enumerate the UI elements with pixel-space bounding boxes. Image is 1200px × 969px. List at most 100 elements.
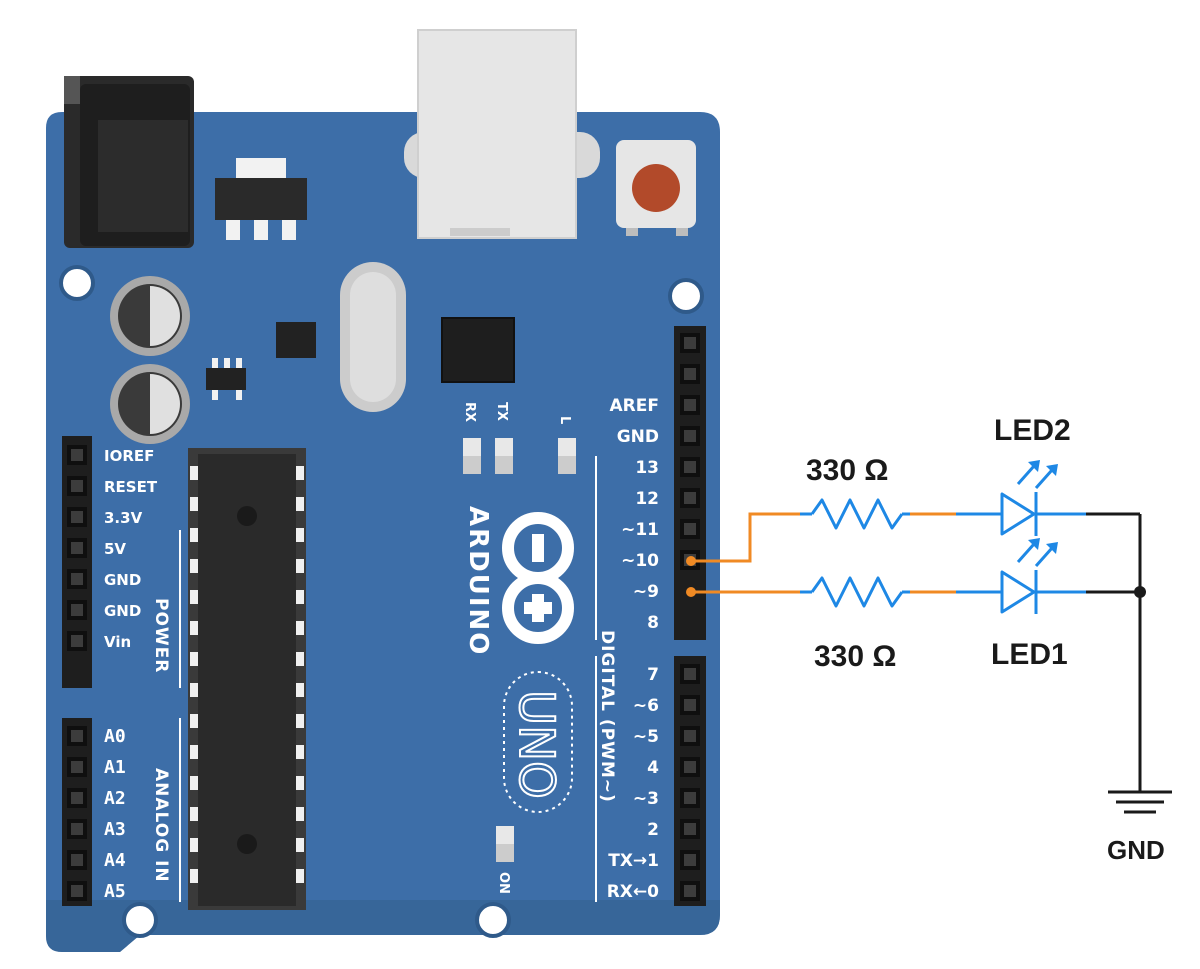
analog-pin-label: A5 [104, 881, 126, 902]
status-leds [463, 438, 576, 474]
chip-pin [190, 466, 198, 480]
digital-pin-label: ~6 [633, 696, 659, 716]
chip-pin [296, 528, 304, 542]
digital-header-pin-core [684, 492, 696, 504]
digital-header-pin-core [684, 337, 696, 349]
small-chip [276, 322, 316, 358]
crystal-oscillator [340, 262, 406, 412]
analog-header-pin-core [71, 761, 83, 773]
l-led-label: L [557, 416, 572, 424]
digital-header-pin-core [684, 730, 696, 742]
reset-button [616, 140, 696, 236]
digital-header-pin-core [684, 823, 696, 835]
led1-label: LED1 [991, 638, 1068, 671]
chip-pin [190, 869, 198, 883]
analog-pin-label: A4 [104, 850, 126, 871]
chip-pin [190, 807, 198, 821]
analog-header-pin-core [71, 885, 83, 897]
gnd-label: GND [1107, 835, 1165, 865]
digital-pin-label: 2 [647, 820, 659, 840]
atmega-microcontroller [188, 448, 306, 910]
brand-logo-text: ARDUINO [463, 506, 493, 656]
digital-pin-label: TX→1 [608, 851, 659, 871]
chip-pin [190, 590, 198, 604]
chip-pin [296, 590, 304, 604]
power-pin-label: 3.3V [104, 509, 143, 527]
mount-hole [475, 902, 511, 938]
digital-pin-label: ~9 [633, 582, 659, 602]
ground-symbol [1108, 592, 1172, 814]
digital-header-pin-core [684, 430, 696, 442]
chip-pin [296, 497, 304, 511]
digital-header-pin-core [684, 461, 696, 473]
power-header-pin-core [71, 449, 83, 461]
chip-pin [190, 621, 198, 635]
chip-pin [296, 838, 304, 852]
chip-pin [296, 559, 304, 573]
usb-connector [404, 29, 600, 239]
mount-hole [122, 902, 158, 938]
resistor-bottom-label: 330 Ω [814, 640, 896, 673]
analog-header-pin-core [71, 854, 83, 866]
digital-pin-label: ~5 [633, 727, 659, 747]
chip-pin [190, 497, 198, 511]
power-header-pin-core [71, 480, 83, 492]
digital-pin-label: ~10 [621, 551, 659, 571]
resistor-top-label: 330 Ω [806, 454, 888, 487]
digital-header-pin-core [684, 792, 696, 804]
resistor-bottom [800, 576, 910, 608]
digital-pin-label: GND [617, 427, 659, 447]
chip-pin [190, 559, 198, 573]
chip-pin [296, 776, 304, 790]
analog-pin-label: A2 [104, 788, 126, 809]
chip-pin [296, 869, 304, 883]
power-pin-label: Vin [104, 633, 131, 651]
mount-hole [668, 278, 704, 314]
analog-header-pin-core [71, 792, 83, 804]
digital-group-label: DIGITAL (PWM~) [597, 630, 617, 803]
analog-pin-label: A1 [104, 757, 126, 778]
chip-pin [190, 776, 198, 790]
rx-led-label: RX [462, 402, 477, 422]
power-jack [64, 76, 194, 248]
digital-pin-label: 12 [635, 489, 659, 509]
chip-pin [190, 838, 198, 852]
analog-header-pin-core [71, 730, 83, 742]
capacitor [110, 276, 190, 356]
resistor-top [800, 498, 910, 530]
digital-pin-label: AREF [610, 396, 659, 416]
on-led-label: ON [496, 872, 511, 894]
uno-badge: UNO [503, 671, 573, 813]
digital-pin-label: 8 [647, 613, 659, 633]
external-circuit: 330 Ω 330 Ω LED2 LED1 GND [686, 414, 1172, 865]
chip-pin [190, 683, 198, 697]
tx-led-label: TX [494, 402, 509, 421]
chip-pin [296, 683, 304, 697]
power-header-pin-core [71, 573, 83, 585]
digital-header-pin-core [684, 399, 696, 411]
chip-pin [296, 714, 304, 728]
power-pin-label: GND [104, 602, 141, 620]
digital-header-pin-core [684, 761, 696, 773]
analog-header-pin-core [71, 823, 83, 835]
digital-pin-label: 7 [647, 665, 659, 685]
led2-label: LED2 [994, 414, 1071, 447]
chip-pin [190, 528, 198, 542]
voltage-regulator [215, 158, 307, 240]
digital-pin-label: RX←0 [607, 882, 659, 902]
digital-pin-label: 13 [635, 458, 659, 478]
chip-pin [190, 745, 198, 759]
analog-group-label: ANALOG IN [151, 768, 171, 883]
power-header-pin-core [71, 511, 83, 523]
analog-header [62, 718, 92, 906]
power-header-pin-core [71, 604, 83, 616]
power-group-label: POWER [151, 598, 171, 673]
wire-pin10 [691, 512, 800, 563]
analog-pin-label: A3 [104, 819, 126, 840]
led1-diode [956, 538, 1086, 614]
power-pin-label: RESET [104, 478, 158, 496]
